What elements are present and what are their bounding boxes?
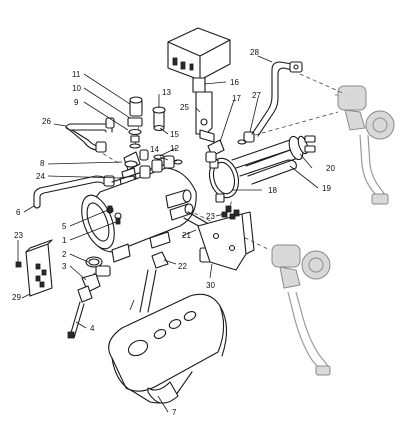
bracket-29 [15,239,53,297]
steam-pipe-28 [251,61,303,137]
ghost-steam-valve-upper [335,85,395,205]
callout-24: 24 [36,172,45,181]
callout-4: 4 [90,324,95,333]
callout-2: 2 [62,250,67,259]
callout-1: 1 [62,236,67,245]
callout-22: 22 [178,262,187,271]
pressurestat-bracket [195,91,215,143]
callout-labels: 11 10 9 13 16 25 15 14 12 17 27 28 20 19… [12,48,335,417]
callout-16: 16 [230,78,239,87]
leader-lines [17,55,319,413]
callout-7: 7 [172,408,177,417]
callout-20: 20 [326,164,335,173]
callout-29: 29 [12,293,21,302]
water-pipe-6 [33,175,115,209]
insulation-shell [108,293,228,404]
callout-6: 6 [16,208,21,217]
callout-3: 3 [62,262,67,271]
callout-30: 30 [206,281,215,290]
heating-element [231,135,316,185]
boiler [81,155,197,263]
callout-13: 13 [162,88,171,97]
callout-18: 18 [268,186,277,195]
callout-9: 9 [74,98,79,107]
callout-26: 26 [42,117,51,126]
callout-23-right: 23 [206,212,215,221]
screws-5-1 [107,205,121,225]
mounting-bracket-30 [197,205,255,271]
callout-25: 25 [180,103,189,112]
fittings-right [205,131,255,163]
callout-10: 10 [72,84,81,93]
callout-28: 28 [250,48,259,57]
foot-22 [129,251,169,313]
callout-8: 8 [40,159,45,168]
callout-5: 5 [62,222,67,231]
callout-14: 14 [150,145,159,154]
callout-12: 12 [170,144,179,153]
fittings-bottom [77,256,111,303]
level-probe [67,301,85,339]
callout-21: 21 [182,231,191,240]
callout-15: 15 [170,130,179,139]
clamp-band [208,157,240,203]
pressurestat [167,27,231,93]
callout-17: 17 [232,94,241,103]
callout-23-left: 23 [14,231,23,240]
callout-19: 19 [322,184,331,193]
callout-11: 11 [72,70,81,79]
callout-27: 27 [252,91,261,100]
ghost-steam-valve-lower [271,244,331,376]
steam-pipe-26 [65,117,115,153]
